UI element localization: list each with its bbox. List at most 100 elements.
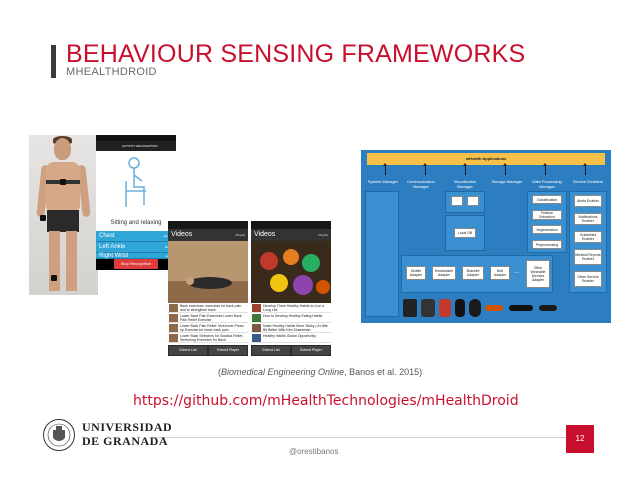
videos-screen-healthy-habits: Videos Playlist Develop Three Healthy Ha… (251, 221, 331, 356)
github-link[interactable]: https://github.com/mHealthTechnologies/m… (133, 393, 519, 409)
playlist-button[interactable]: Playlist (235, 233, 245, 237)
up-arrow-icon (463, 163, 467, 175)
chart-icon (451, 196, 463, 206)
classification-box: Classification (532, 195, 562, 204)
service-enablers-column: Alerts Enabler Notifications Enabler Gui… (569, 191, 607, 293)
university-seal-icon (43, 419, 75, 451)
bracelet-adapter: Bracelet Adapter (462, 266, 484, 280)
ankle-sensor-icon (51, 275, 57, 281)
video-list: Back exercises: exercises for back pain … (168, 303, 248, 345)
chest-strap-device-icon (539, 305, 557, 311)
adapters-row: Mobile Adapter Smartwatch Adapter Bracel… (401, 255, 553, 293)
footer-divider (154, 437, 568, 438)
belt-adapter: Belt Adapter (490, 266, 510, 280)
videos-title: Videos (254, 231, 276, 238)
author-handle: @orestibanos (289, 447, 339, 456)
activity-caption: Sitting and relaxing (96, 215, 176, 231)
extend-player-button[interactable]: Extend Player (292, 346, 330, 355)
list-item[interactable]: Lower Back Stretches for Sciatica Relief… (168, 333, 248, 343)
activity-recognition-screen: ACTIVITY RECOGNITION Sitting and relaxin… (96, 135, 176, 270)
up-arrow-icon (583, 163, 587, 175)
other-service-enabler-box: Other Service Enabler (574, 271, 602, 287)
sensor-value: ahead (164, 231, 172, 242)
notifications-enabler-box: Notifications Enabler (574, 213, 602, 225)
videos-footer: Extend List Extend Player (168, 345, 248, 356)
video-player[interactable] (251, 241, 331, 303)
extend-list-button[interactable]: Extend List (169, 346, 207, 355)
preprocessing-box: Preprocessing (532, 240, 562, 249)
subject-photo (29, 135, 98, 295)
adapters-ellipsis: ... (514, 269, 520, 275)
list-item[interactable]: How to Develop Healthy Eating Habits (251, 313, 331, 323)
belt-device-icon (509, 305, 533, 311)
sensor-row-left-ankle[interactable]: Left Ankle ankle (96, 242, 176, 253)
videos-footer: Extend List Extend Player (251, 345, 331, 356)
sensor-label: Right Wrist (99, 253, 129, 259)
gauge-icon (467, 196, 479, 206)
wrist-sensor-icon (40, 215, 46, 221)
sensor-label: Left Ankle (99, 244, 126, 250)
journal-name: Biomedical Engineering Online (221, 367, 345, 377)
up-arrow-icon (543, 163, 547, 175)
videos-screen-back-pain: Videos Playlist Back exercises: exercise… (168, 221, 248, 356)
chest-sensor-icon (60, 179, 66, 185)
module-storage-manager: Storage Manager (491, 179, 523, 184)
storage-column: Local DB (445, 215, 485, 251)
visualization-column (445, 191, 485, 213)
other-wearable-adapter: Other Wearable Devices Adapter (526, 260, 550, 288)
segmentation-box: Segmentation (532, 225, 562, 234)
list-item[interactable]: Lower Back Pain Exercises Lower Back Pai… (168, 313, 248, 323)
bracelet-device-icon (455, 299, 465, 317)
slide-subtitle: MHEALTHDROID (66, 66, 157, 78)
data-processing-column: Classification Feature Extraction Segmen… (527, 191, 567, 253)
mhealth-applications-layer: mHealth Applications (367, 153, 605, 165)
sensor-label: Chest (99, 233, 115, 239)
citation: (Biomedical Engineering Online, Banos et… (218, 367, 423, 377)
sensor-row-chest[interactable]: Chest ahead (96, 231, 176, 242)
module-communication-manager: Communication Manager (407, 179, 435, 189)
list-item[interactable]: Lower Back Pain Relief: McKenzie Press-u… (168, 323, 248, 333)
activity-illustration (96, 151, 176, 215)
alerts-enabler-box: Alerts Enabler (574, 195, 602, 207)
module-system-manager: System Manager (367, 179, 399, 184)
stop-recognition-button[interactable]: Stop Recognition (114, 259, 158, 269)
videos-header: Videos Playlist (168, 229, 248, 241)
feature-extraction-box: Feature Extraction (532, 210, 562, 220)
module-visualization-manager: Visualization Manager (453, 179, 477, 189)
guidelines-enabler-box: Guidelines Enabler (574, 231, 602, 243)
extend-list-button[interactable]: Extend List (252, 346, 290, 355)
phone-device-icon (403, 299, 417, 317)
list-item[interactable]: Healthy Habits Global Opportunity (251, 333, 331, 343)
video-player[interactable] (168, 241, 248, 303)
page-number: 12 (566, 425, 594, 453)
smartwatch-device-icon (421, 299, 435, 317)
band-device-icon (469, 299, 481, 317)
fitness-tracker-icon (485, 305, 503, 311)
list-item[interactable]: Make Healthy Habits More Sticky | A Litt… (251, 323, 331, 333)
module-data-processing-manager: Data Processing Manager (532, 179, 562, 189)
mobile-adapter: Mobile Adapter (406, 266, 426, 280)
up-arrow-icon (503, 163, 507, 175)
arrow-row (367, 163, 605, 179)
videos-title: Videos (171, 231, 193, 238)
architecture-diagram: mHealth Applications System Manager Comm… (361, 150, 611, 323)
video-list: Develop Three Healthy Habits to Live a L… (251, 303, 331, 345)
module-service-enablers: Service Enablers (572, 179, 604, 184)
slide-title: BEHAVIOUR SENSING FRAMEWORKS (66, 40, 526, 68)
app-tabs: ACTIVITY RECOGNITION (96, 141, 176, 153)
extend-player-button[interactable]: Extend Player (209, 346, 247, 355)
smartwatch-adapter: Smartwatch Adapter (432, 266, 456, 280)
up-arrow-icon (423, 163, 427, 175)
university-name-line2: DE GRANADA (82, 434, 168, 448)
list-item[interactable]: Back exercises: exercises for back pain … (168, 303, 248, 313)
playlist-button[interactable]: Playlist (318, 233, 328, 237)
local-db: Local DB (454, 228, 476, 238)
sensor-device-icon (439, 299, 451, 317)
system-manager-column (365, 191, 399, 317)
videos-header: Videos Playlist (251, 229, 331, 241)
up-arrow-icon (383, 163, 387, 175)
university-name-line1: UNIVERSIDAD (82, 420, 173, 434)
title-accent-bar (51, 45, 56, 78)
list-item[interactable]: Develop Three Healthy Habits to Live a L… (251, 303, 331, 313)
